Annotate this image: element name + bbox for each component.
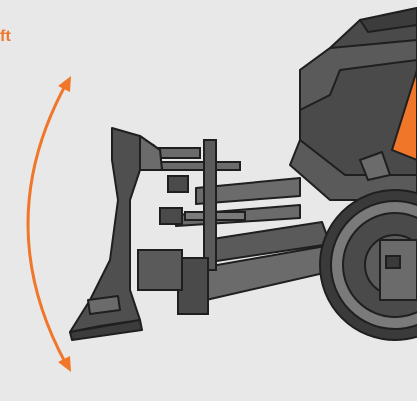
track-assembly	[319, 150, 417, 341]
curved-double-arrow-icon	[26, 76, 71, 372]
machine-body	[289, 7, 417, 201]
tilt-label: ft	[0, 28, 12, 45]
dozer-blade	[69, 127, 163, 341]
hydraulics	[137, 139, 246, 315]
